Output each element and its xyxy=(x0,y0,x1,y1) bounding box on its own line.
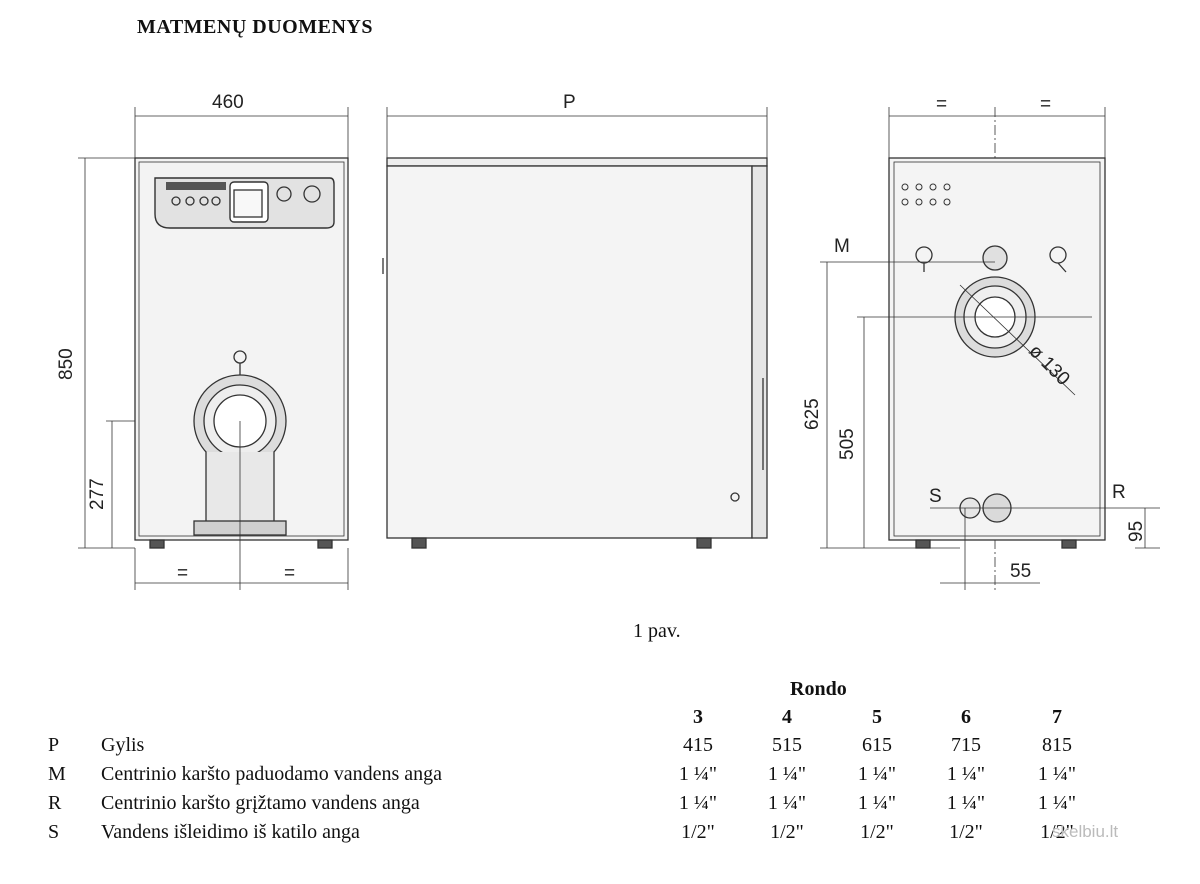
model-header: 3 xyxy=(693,706,703,728)
table-cell: 515 xyxy=(772,734,802,756)
height-95-label: 95 xyxy=(1126,521,1147,542)
table-cell: 1 ¼" xyxy=(1037,763,1077,785)
table-cell: 1 ¼" xyxy=(1037,792,1077,814)
row-label: Centrinio karšto paduodamo vandens anga xyxy=(101,763,443,785)
front-equal-right-label: = xyxy=(284,563,295,584)
table-cell: 415 xyxy=(683,734,713,756)
model-header: 7 xyxy=(1052,706,1062,728)
table-cell: 1/2" xyxy=(681,821,715,843)
row-code: S xyxy=(48,821,60,843)
table-cell: 1/2" xyxy=(770,821,804,843)
row-code: P xyxy=(48,734,60,756)
table-cell: 1/2" xyxy=(949,821,983,843)
front-height-label: 850 xyxy=(56,348,77,380)
table-cell: 815 xyxy=(1042,734,1072,756)
table-cell: 1 ¼" xyxy=(767,763,807,785)
table-cell: 615 xyxy=(862,734,892,756)
model-header: 5 xyxy=(872,706,882,728)
table-cell: 1/2" xyxy=(1040,821,1074,843)
model-header: 6 xyxy=(961,706,971,728)
front-width-label: 460 xyxy=(212,92,244,113)
side-view xyxy=(382,107,768,549)
label-s: S xyxy=(929,486,942,507)
table-cell: 1 ¼" xyxy=(678,763,718,785)
table-cell: 1 ¼" xyxy=(857,792,897,814)
table-title: Rondo xyxy=(790,678,847,700)
front-equal-left-label: = xyxy=(177,563,188,584)
model-header: 4 xyxy=(782,706,792,728)
table-cell: 1/2" xyxy=(860,821,894,843)
rear-equal-right-label: = xyxy=(1040,94,1051,115)
row-code: M xyxy=(48,763,66,785)
table-cell: 1 ¼" xyxy=(767,792,807,814)
table-cell: 1 ¼" xyxy=(946,763,986,785)
front-view xyxy=(78,107,349,590)
table-cell: 1 ¼" xyxy=(857,763,897,785)
table-cell: 1 ¼" xyxy=(678,792,718,814)
page-title: MATMENŲ DUOMENYS xyxy=(137,16,373,38)
width-55-label: 55 xyxy=(1010,561,1031,582)
row-code: R xyxy=(48,792,62,814)
row-label: Vandens išleidimo iš katilo anga xyxy=(101,821,360,843)
figure-caption: 1 pav. xyxy=(633,620,681,642)
side-depth-label: P xyxy=(563,92,576,113)
label-r: R xyxy=(1112,482,1126,503)
front-burner-height-label: 277 xyxy=(87,478,108,510)
height-505-label: 505 xyxy=(837,428,858,460)
rear-equal-left-label: = xyxy=(936,94,947,115)
watermark: skelbiu.lt xyxy=(1052,822,1119,841)
rear-view xyxy=(820,107,1160,590)
row-label: Centrinio karšto grįžtamo vandens anga xyxy=(101,792,420,814)
height-625-label: 625 xyxy=(802,398,823,430)
table-cell: 1 ¼" xyxy=(946,792,986,814)
label-m: M xyxy=(834,236,850,257)
row-label: Gylis xyxy=(101,734,145,756)
table-cell: 715 xyxy=(951,734,981,756)
